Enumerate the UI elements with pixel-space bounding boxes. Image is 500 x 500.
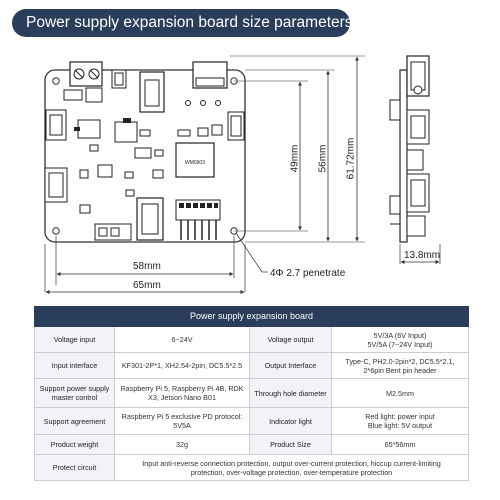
dim-56mm-label: 56mm: [317, 144, 329, 173]
spec-label: Output Interface: [249, 352, 332, 379]
table-row: Voltage input 6~24V Voltage output 5V/3A…: [34, 326, 470, 353]
usb-c-port: [192, 61, 228, 89]
page-title: Power supply expansion board size parame…: [12, 9, 353, 37]
spec-value: 5V/3A (6V Input) 5V/5A (7~24V Input): [330, 326, 470, 353]
spec-label: Support agreement: [34, 407, 115, 435]
spec-label: Product weight: [34, 434, 115, 455]
spec-table-header: Power supply expansion board: [33, 306, 470, 327]
main-ic: [175, 142, 215, 178]
mount-hole: [52, 227, 60, 235]
spec-label: Input interface: [34, 352, 115, 379]
dim-58mm-label: 58mm: [133, 261, 161, 272]
table-row: Support agreement Raspberry Pi 5 exclusi…: [34, 407, 470, 435]
pin-header: [175, 199, 221, 240]
dim-6172mm-label: 61.72mm: [345, 137, 357, 180]
dim-49mm-label: 49mm: [289, 144, 301, 173]
hole-note: 4Φ 2.7 penetrate: [270, 268, 346, 279]
table-row: Product weight 32g Product Size 65*56mm: [34, 434, 470, 455]
dc-jack: [139, 71, 165, 113]
spec-value: M2.5mm: [330, 378, 470, 408]
spec-value: 65*56mm: [330, 434, 470, 455]
table-row: Input interface KF301-2P*1, XH2.54-2pin,…: [34, 352, 470, 379]
spec-label: Voltage input: [34, 326, 115, 353]
spec-label: Indicator light: [249, 407, 332, 435]
board-drawing: WM0903: [44, 55, 441, 294]
spec-value: Type-C, PH2.0-2pin*2, DC5.5*2.1, 2*6pin …: [330, 352, 470, 379]
spec-label: Through hole diameter: [249, 378, 332, 408]
dim-138mm-label: 13.8mm: [404, 250, 441, 261]
mount-hole: [52, 77, 60, 85]
side-view: [389, 55, 430, 243]
spec-value: 32g: [114, 434, 250, 455]
spec-value: Input anti-reverse connection protection…: [113, 454, 470, 481]
spec-value: Red light: power input Blue light: 5V ou…: [330, 407, 470, 435]
spec-label: Product Size: [249, 434, 332, 455]
spec-value: KF301-2P*1, XH2.54-2pin, DC5.5*2.5: [114, 352, 250, 379]
spec-label: Protect circuit: [34, 454, 115, 481]
ic-marking: WM0903: [185, 160, 205, 166]
dimension-diagram: WM0903: [0, 40, 500, 302]
table-row: Support power supply master control Rasp…: [34, 378, 470, 408]
spec-label: Support power supply master control: [34, 378, 115, 408]
spec-value: Raspberry Pi 5, Raspberry Pi 4B, RDK X3,…: [114, 378, 250, 408]
spec-value: 6~24V: [114, 326, 250, 353]
spec-label: Voltage output: [249, 326, 332, 353]
spec-table-title: Power supply expansion board: [33, 306, 470, 327]
table-row: Protect circuit Input anti-reverse conne…: [34, 454, 470, 481]
spec-value: Raspberry Pi 5 exclusive PD protocol: 5V…: [114, 407, 250, 435]
dim-65mm-label: 65mm: [133, 280, 161, 291]
spec-table: Power supply expansion board Voltage inp…: [33, 306, 470, 481]
dc-jack-bottom: [136, 197, 164, 241]
